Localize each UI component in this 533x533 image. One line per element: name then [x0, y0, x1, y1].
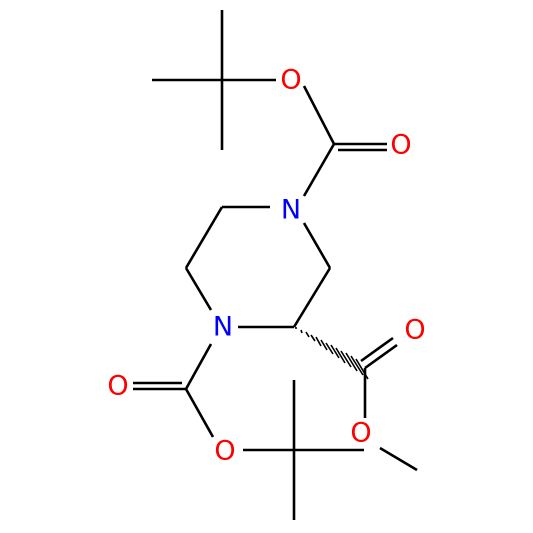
bond-n1-bottom-c [184, 343, 213, 390]
atom-o-top-carbonyl: O [390, 130, 411, 161]
bond-ester-c-o-double-1 [364, 343, 398, 370]
stereo-hashed-bond [295, 327, 369, 380]
bond-ring-c6-n1 [184, 267, 213, 311]
bond-o-top-carbonyl-c [302, 85, 336, 145]
bonds [133, 10, 418, 520]
atom-o-ester: O [350, 418, 371, 449]
atom-o-ester-carbonyl: O [404, 315, 425, 346]
bond-top-c-n [302, 143, 336, 197]
bond-ester-o-methyl [379, 446, 418, 472]
bond-bottom-c-o [184, 388, 215, 438]
atom-n-bottom: N [213, 312, 233, 343]
atom-o-bottom-carbonyl: O [107, 371, 128, 402]
atom-labels: O O N N O O O O [107, 65, 425, 467]
atom-n-top: N [281, 195, 301, 226]
atom-o-bottom: O [214, 436, 235, 467]
bond-ring-c3-n4 [302, 222, 332, 269]
bond-ring-c5-c6 [184, 206, 224, 269]
bond-ring-c2-c3 [292, 267, 332, 328]
bond-ester-c-o-double-2 [360, 336, 394, 363]
atom-o-top: O [280, 65, 301, 96]
